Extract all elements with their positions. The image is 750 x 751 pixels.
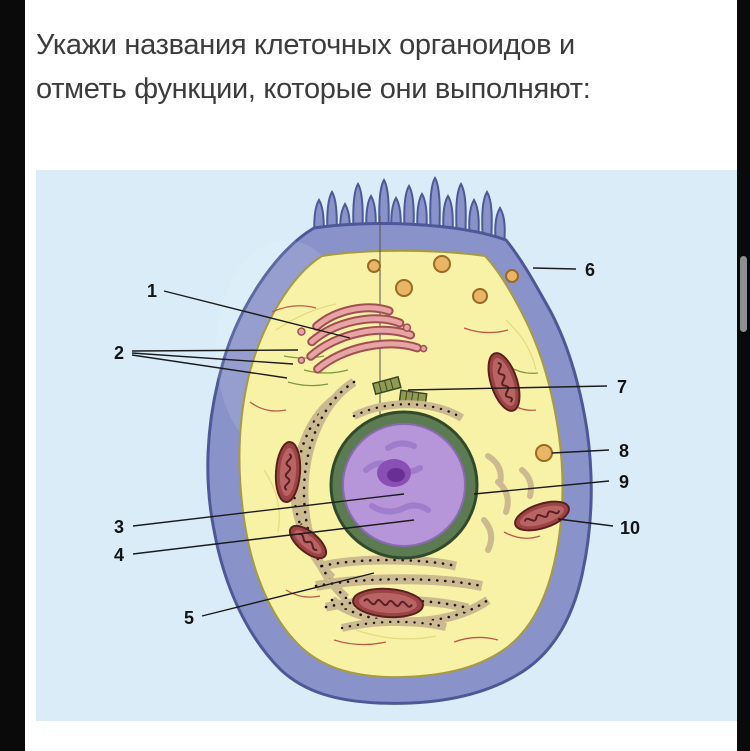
label-2: 2: [114, 343, 124, 363]
content-area: Укажи названия клеточных органоидов и от…: [25, 0, 737, 751]
number-labels: 1 2 3 4 5 6 7 8 9 10: [114, 260, 640, 628]
leader-line-3: [132, 493, 405, 527]
left-black-bar: [0, 0, 25, 751]
leader-line-2a: [131, 349, 299, 352]
mitochondrion: [487, 352, 521, 412]
leader-line-10: [557, 518, 614, 527]
right-black-bar: [737, 0, 750, 751]
er-threads-red: [249, 305, 541, 646]
label-3: 3: [114, 517, 124, 537]
leader-line-8: [551, 449, 610, 454]
leader-line-4: [132, 519, 415, 555]
mitochondrion: [352, 587, 424, 619]
smooth-er: [481, 453, 534, 553]
leader-line-7: [407, 385, 608, 391]
label-1: 1: [147, 281, 157, 301]
leader-line-9: [473, 480, 610, 495]
page-title: Укажи названия клеточных органоидов и от…: [25, 0, 737, 111]
golgi-apparatus: [297, 303, 428, 374]
lysosomes: [367, 255, 553, 462]
leader-line-2c: [131, 354, 288, 379]
label-7: 7: [617, 377, 627, 397]
leader-lines: [131, 267, 614, 617]
cytoplasm-texture: [263, 303, 537, 640]
label-4: 4: [114, 545, 124, 565]
label-6: 6: [585, 260, 595, 280]
label-5: 5: [184, 608, 194, 628]
leader-line-1: [163, 290, 351, 339]
leader-line-6: [532, 267, 577, 270]
nucleolus-core: [387, 468, 405, 482]
animal-cell-diagram: 1 2 3 4 5 6 7 8 9 10: [114, 176, 640, 705]
label-9: 9: [619, 472, 629, 492]
label-10: 10: [620, 518, 640, 538]
scrollbar-thumb[interactable]: [740, 256, 747, 332]
nucleoplasm: [342, 423, 466, 547]
leader-line-2b: [131, 352, 294, 365]
label-8: 8: [619, 441, 629, 461]
nucleus: [329, 410, 479, 560]
title-line-2: отметь функции, которые они выполняют:: [36, 72, 591, 105]
leader-line-5: [201, 572, 375, 617]
mitochondrion: [514, 500, 570, 532]
title-line-1: Укажи названия клеточных органоидов и: [36, 29, 575, 61]
cell-diagram-panel: 1 2 3 4 5 6 7 8 9 10: [36, 170, 737, 721]
mitochondrion: [274, 441, 302, 503]
